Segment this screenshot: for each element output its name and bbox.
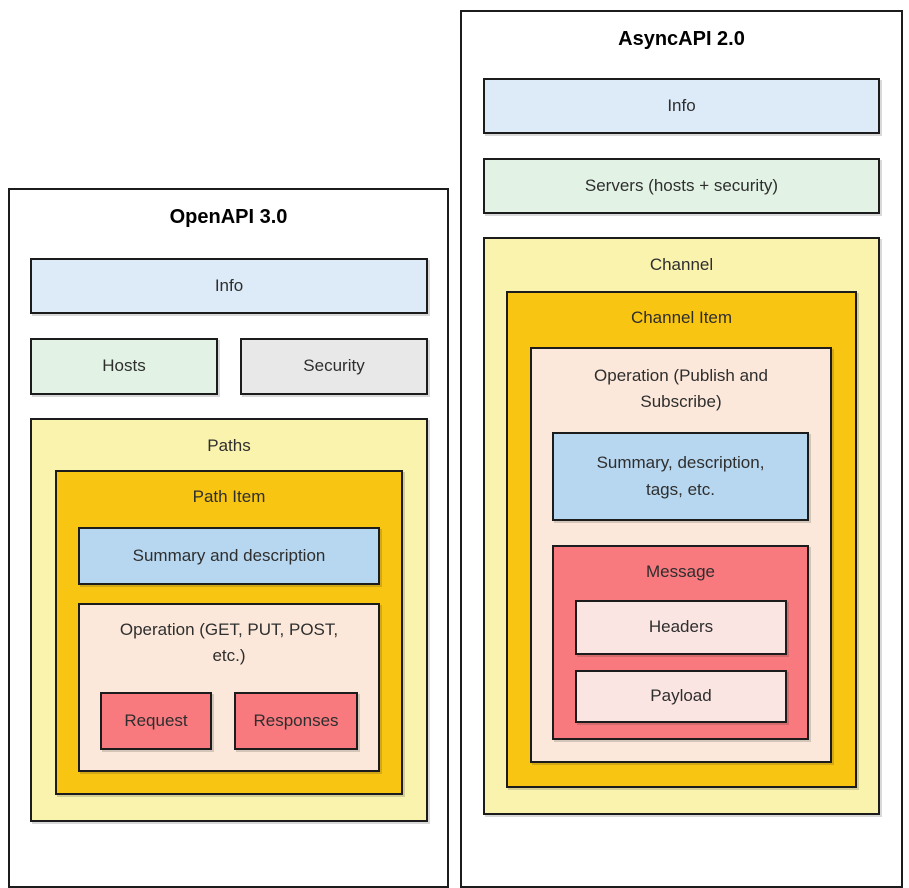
openapi-title: OpenAPI 3.0 [169,206,288,228]
asyncapi-operation-box: Operation (Publish and Subscribe) Summar… [530,347,832,763]
openapi-security-box: Security [240,338,428,395]
asyncapi-operation-label: Operation (Publish and Subscribe) [594,366,768,412]
diagram-canvas: { "colors": { "border": "#1c1c1c", "text… [8,10,903,888]
asyncapi-panel: AsyncAPI 2.0 Info Servers (hosts + secur… [460,10,903,888]
asyncapi-summary-box: Summary, description, tags, etc. [552,432,809,521]
asyncapi-title: AsyncAPI 2.0 [618,28,745,50]
asyncapi-message-label: Message [646,562,715,581]
openapi-paths-box: Paths Path Item Summary and description … [30,418,428,822]
asyncapi-servers-box: Servers (hosts + security) [483,158,880,214]
openapi-responses-box: Responses [234,692,358,750]
openapi-paths-label: Paths [207,436,251,455]
asyncapi-channel-item-label: Channel Item [630,308,733,327]
openapi-info-box: Info [30,258,428,314]
openapi-summary-box: Summary and description [78,527,380,585]
asyncapi-message-box: Message Headers Payload [552,545,809,740]
openapi-operation-box: Operation (GET, PUT, POST, etc.) Request… [78,603,380,772]
openapi-request-box: Request [100,692,212,750]
asyncapi-info-box: Info [483,78,880,134]
openapi-path-item-label: Path Item [192,487,266,506]
openapi-hosts-box: Hosts [30,338,218,395]
openapi-operation-label: Operation (GET, PUT, POST, etc.) [119,620,339,666]
asyncapi-channel-box: Channel Channel Item Operation (Publish … [483,237,880,815]
openapi-panel: OpenAPI 3.0 Info Hosts Security Paths Pa… [8,188,449,888]
asyncapi-channel-item-box: Channel Item Operation (Publish and Subs… [506,291,857,788]
openapi-path-item-box: Path Item Summary and description Operat… [55,470,403,795]
asyncapi-channel-label: Channel [649,255,714,274]
asyncapi-headers-box: Headers [575,600,787,655]
asyncapi-payload-box: Payload [575,670,787,723]
